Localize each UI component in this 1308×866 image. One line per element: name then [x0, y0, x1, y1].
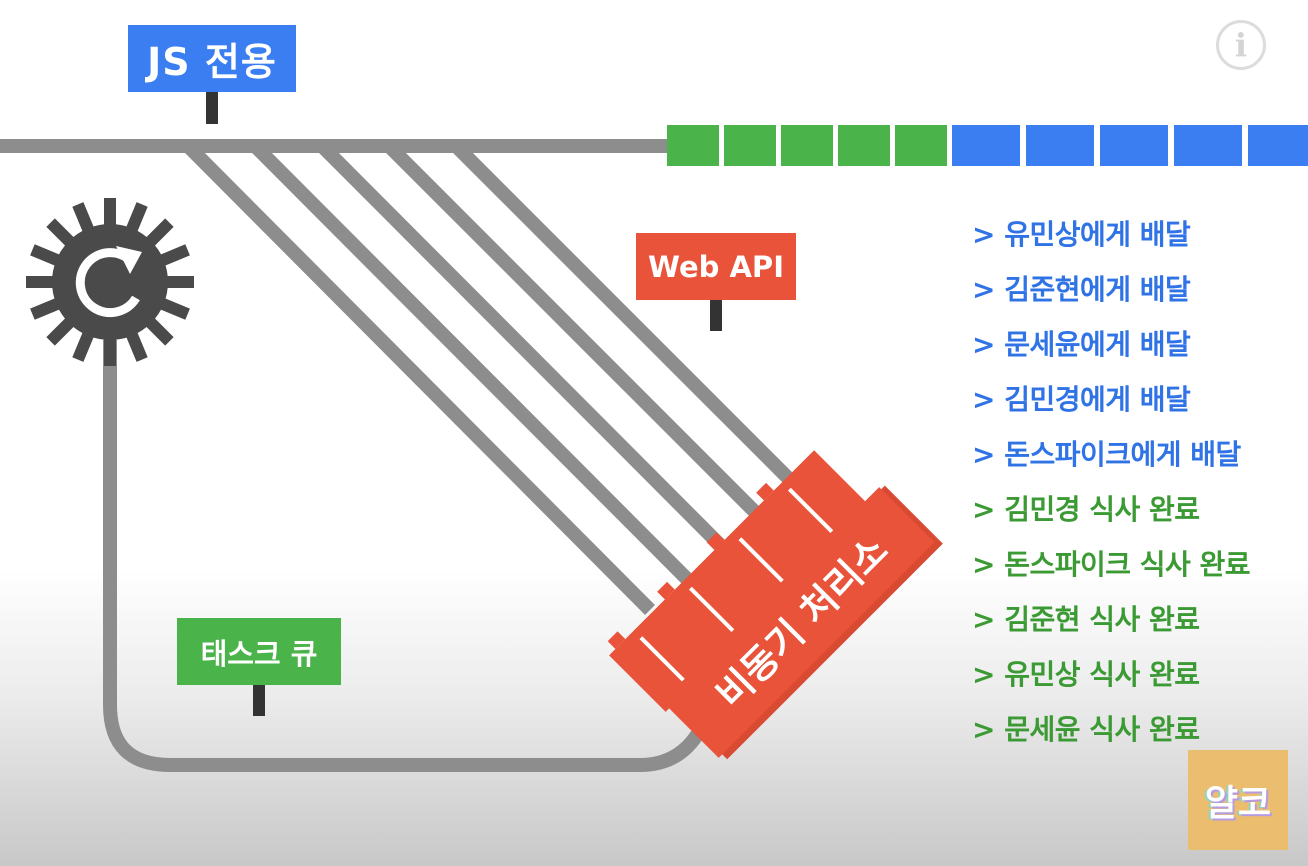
- train-car-blue: [1100, 125, 1168, 166]
- gear-tooth: [142, 218, 174, 250]
- dock-slot: [639, 636, 685, 682]
- gear-tooth: [155, 244, 190, 268]
- gear-tooth: [26, 276, 58, 288]
- refresh-arrow-head: [116, 246, 142, 274]
- gear-tooth: [162, 276, 194, 288]
- train-car-blue: [1174, 125, 1242, 166]
- async-processor-sign-face: [663, 487, 935, 758]
- log-entry: > 김준현 식사 완료: [972, 603, 1200, 636]
- web-api-track: [319, 143, 735, 560]
- gear-tooth: [124, 327, 148, 362]
- gear-tooth: [30, 296, 65, 320]
- gear-tooth: [72, 202, 96, 237]
- web-api-track: [386, 143, 775, 532]
- log-entry: > 김준현에게 배달: [972, 273, 1191, 306]
- train-car-blue: [1026, 125, 1094, 166]
- refresh-arrow: [75, 248, 140, 318]
- log-entry: > 유민상에게 배달: [972, 218, 1191, 251]
- log-entry: > 김민경 식사 완료: [972, 493, 1200, 526]
- gear-tooth: [72, 327, 96, 362]
- gear-tooth: [46, 218, 78, 250]
- web-api-track: [252, 143, 695, 587]
- gear-tooth: [104, 198, 116, 230]
- train-car-green: [895, 125, 947, 166]
- log-entry: > 김민경에게 배달: [972, 383, 1191, 416]
- yalco-logo: 얄코: [1188, 750, 1288, 850]
- gear-tooth: [30, 244, 65, 268]
- log-entry: > 문세윤 식사 완료: [972, 713, 1200, 746]
- event-loop-gear-icon: [26, 198, 194, 366]
- task-queue-sign-post: [253, 685, 265, 716]
- task-queue-track: [103, 340, 707, 772]
- log-entry: > 유민상 식사 완료: [972, 658, 1200, 691]
- log-entry: > 돈스파이크에게 배달: [972, 438, 1241, 471]
- train-car-green: [667, 125, 719, 166]
- train: [667, 125, 1308, 166]
- gear-tooth: [124, 202, 148, 237]
- gear-tooth: [142, 314, 174, 346]
- dock-slot: [738, 537, 784, 583]
- dock-teeth: [607, 482, 774, 649]
- async-processor-dock: [609, 450, 871, 712]
- web-api-track: [453, 143, 813, 503]
- train-car-blue: [1248, 125, 1308, 166]
- log-entry: > 돈스파이크 식사 완료: [972, 548, 1251, 581]
- train-car-green: [838, 125, 890, 166]
- dock-slot: [688, 586, 735, 633]
- web-api-tracks: [185, 143, 813, 615]
- gear-tooth: [104, 334, 116, 366]
- task-queue-sign: 태스크 큐: [177, 618, 341, 685]
- gear-tooth: [46, 314, 78, 346]
- train-car-green: [781, 125, 833, 166]
- gear-tooth: [155, 296, 190, 320]
- web-api-sign-post: [710, 300, 722, 331]
- web-api-track: [185, 143, 655, 615]
- web-api-sign: Web API: [636, 233, 796, 300]
- js-sign-post: [206, 92, 218, 124]
- log-entry: > 문세윤에게 배달: [972, 328, 1191, 361]
- js-only-sign: JS 전용: [128, 25, 296, 92]
- event-log: > 유민상에게 배달 > 김준현에게 배달 > 문세윤에게 배달 > 김민경에게 배달…: [972, 211, 1251, 761]
- dock-slot: [787, 487, 834, 534]
- async-processor: 비동기 처리소: [607, 450, 943, 760]
- train-car-green: [724, 125, 776, 166]
- info-icon[interactable]: i: [1216, 20, 1266, 70]
- train-car-blue: [952, 125, 1020, 166]
